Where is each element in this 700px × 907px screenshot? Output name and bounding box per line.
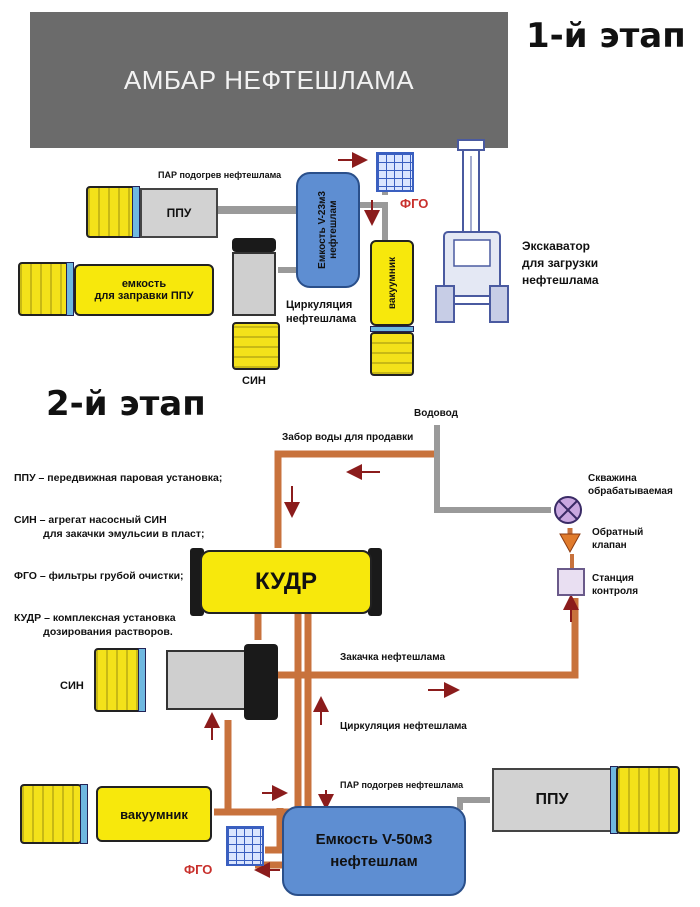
vacuum-cabin-stage2 xyxy=(20,784,82,844)
water-intake-label: Забор воды для продавки xyxy=(282,432,414,443)
stage2-title: 2-й этап xyxy=(46,384,206,424)
sin-label-stage1: СИН xyxy=(242,375,266,387)
sin-pump-head-stage1 xyxy=(232,238,276,252)
stage2-circulation-label: Циркуляция нефтешлама xyxy=(340,721,467,732)
ppu-cabin-stage1 xyxy=(86,186,136,238)
stage2-gray-pipes xyxy=(434,425,551,810)
vacuum-ring-stage1 xyxy=(370,326,414,332)
legend-item-ppu: ППУ – передвижная паровая установка; xyxy=(14,472,223,484)
excavator-icon xyxy=(435,139,509,323)
fill-tank-ring xyxy=(66,262,74,316)
check-valve-pipe xyxy=(570,554,574,570)
sin-engine-stage1 xyxy=(232,252,276,316)
stage2-steam-label: ПАР подогрев нефтешлама xyxy=(340,780,464,790)
vacuum-truck-stage2: вакуумник xyxy=(96,786,212,842)
check-valve-label: Обратный клапан xyxy=(592,527,644,551)
well-label: Скважина обрабатываемая xyxy=(588,473,673,497)
sin-ring-stage2 xyxy=(138,648,146,712)
control-station-icon xyxy=(557,568,585,596)
water-line-label: Водовод xyxy=(414,408,458,419)
sin-engine-stage2 xyxy=(166,650,246,710)
ppu-cabin-stage2 xyxy=(616,766,680,834)
stage1-circulation-label: Циркуляция нефтешлама xyxy=(286,299,357,325)
stage1-steam-label: ПАР подогрев нефтешлама xyxy=(158,170,282,180)
vacuum-ring-stage2 xyxy=(80,784,88,844)
legend-item-fgo: ФГО – фильтры грубой очистки; xyxy=(14,570,184,582)
fgo-label-stage2: ФГО xyxy=(184,862,213,877)
fgo-label-stage1: ФГО xyxy=(400,196,429,211)
ppu-box-stage1: ППУ xyxy=(140,188,218,238)
sin-cabin-stage1 xyxy=(232,322,280,370)
kudr-label: КУДР xyxy=(254,568,318,595)
ppu-label-stage1: ППУ xyxy=(166,206,192,220)
kudr-unit: КУДР xyxy=(200,550,372,614)
oil-sludge-barn: АМБАР НЕФТЕШЛАМА xyxy=(30,12,508,148)
fill-tank-cabin xyxy=(18,262,70,316)
control-station-label: Станция контроля xyxy=(592,573,639,597)
ppu-label-stage2: ППУ xyxy=(535,791,569,808)
tank-v23: Емкость V-23м3 нефтешлам xyxy=(296,172,360,288)
barn-label: АМБАР НЕФТЕШЛАМА xyxy=(123,64,415,95)
vacuum-truck-stage1: вакуумник xyxy=(370,240,414,326)
coarse-filter-stage1 xyxy=(376,152,414,192)
fill-tank-label: емкость для заправки ППУ xyxy=(94,278,194,302)
excavator-label: Экскаватор для загрузки нефтешлама xyxy=(522,239,599,287)
vacuum-cabin-stage1 xyxy=(370,332,414,376)
legend-item-sin: СИН – агрегат насосный СИН для закачки э… xyxy=(14,514,205,540)
sin-label-stage2: СИН xyxy=(60,680,84,692)
sin-cabin-stage2 xyxy=(94,648,142,712)
legend: ППУ – передвижная паровая установка; СИН… xyxy=(14,443,222,653)
check-valve-icon xyxy=(559,528,581,554)
sin-pump-head-stage2 xyxy=(244,644,278,720)
fill-tank-ppu: емкость для заправки ППУ xyxy=(74,264,214,316)
tank-v50: Емкость V-50м3 нефтешлам xyxy=(282,806,466,896)
tank-v23-label: Емкость V-23м3 нефтешлам xyxy=(317,191,339,269)
well-valve-icon xyxy=(554,496,582,524)
stage1-title: 1-й этап xyxy=(526,16,686,56)
vacuum-label-stage2: вакуумник xyxy=(120,806,188,822)
ppu-ring-stage1 xyxy=(132,186,140,238)
ppu-box-stage2: ППУ xyxy=(492,768,612,832)
vacuum-label-stage1: вакуумник xyxy=(386,256,398,310)
tank-v50-label: Емкость V-50м3 нефтешлам xyxy=(315,831,433,870)
coarse-filter-stage2 xyxy=(226,826,264,866)
legend-item-kudr: КУДР – комплексная установка дозирования… xyxy=(14,612,176,638)
injection-label: Закачка нефтешлама xyxy=(340,652,446,663)
